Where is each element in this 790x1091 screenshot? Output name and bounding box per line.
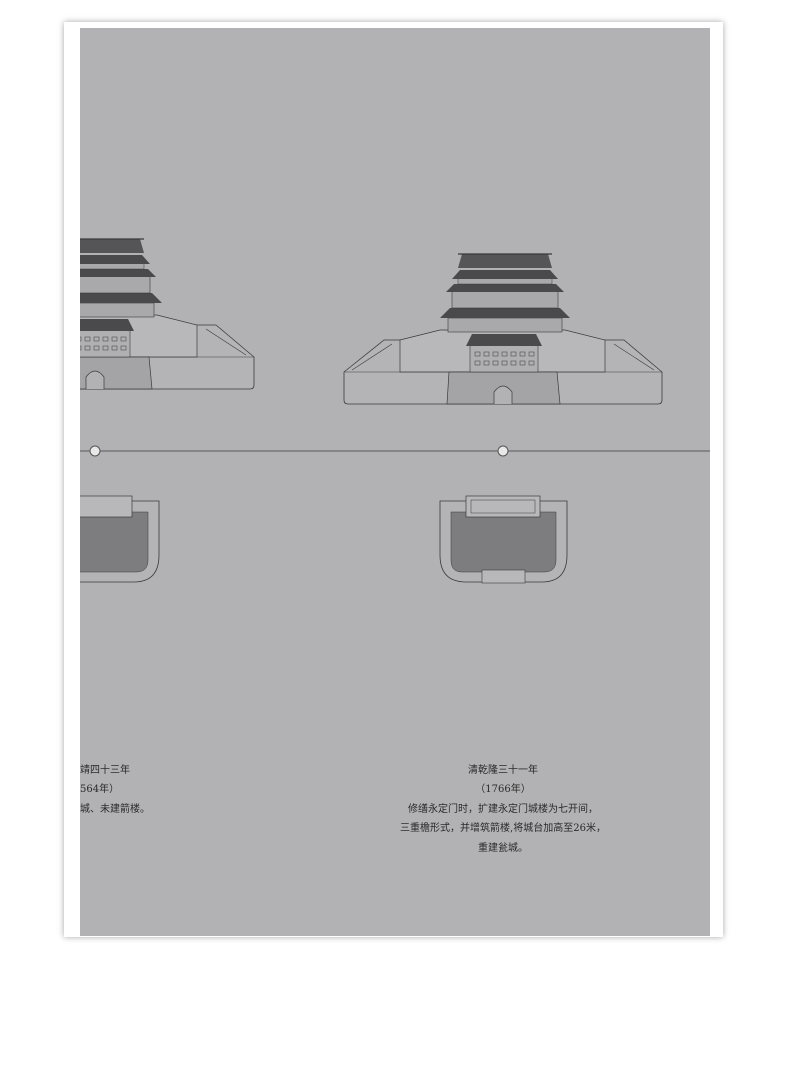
timeline-marker-1766: [497, 445, 509, 457]
right-caption-line-3: 修缮永定门时，扩建永定门城楼为七开间，: [408, 804, 598, 815]
right-caption-line-4: 三重檐形式，并增筑箭楼,将城台加高至26米，: [400, 823, 606, 834]
gate-evolution-illustration: [80, 238, 710, 584]
timeline-marker-1564: [89, 445, 101, 457]
left-caption-line-1: 靖四十三年: [80, 765, 130, 776]
qianlong-gate-plan: [439, 495, 568, 584]
left-caption-line-2: 564年）: [80, 784, 120, 795]
qianlong-gate-elevation: [343, 253, 663, 405]
jiajing-gate-plan: [80, 495, 160, 583]
right-caption-line-5: 重建瓮城。: [478, 843, 528, 854]
left-caption-line-3: 城、未建箭楼。: [80, 804, 150, 815]
illustration-plate: [80, 28, 710, 936]
jiajing-gate-elevation: [80, 238, 255, 390]
right-caption-year: （1766年）: [475, 784, 531, 795]
right-caption-title: 清乾隆三十一年: [468, 765, 538, 776]
